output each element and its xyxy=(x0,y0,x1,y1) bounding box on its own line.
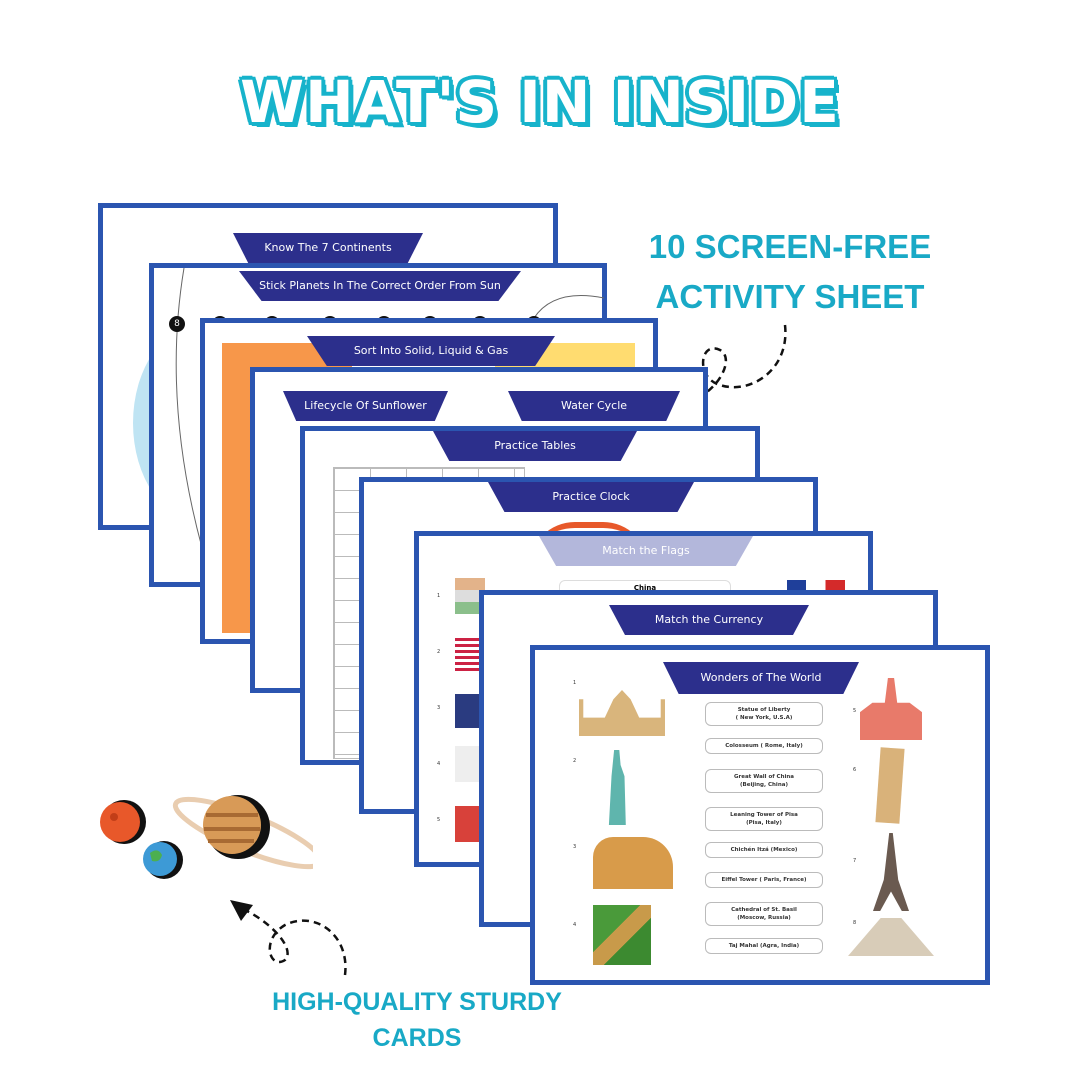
item-number: 6 xyxy=(853,767,857,773)
card-title: Match the Flags xyxy=(539,536,753,566)
clock-illustration xyxy=(529,522,649,568)
item-number: 1 xyxy=(573,680,577,686)
answer-box[interactable]: Taj Mahal (Agra, India) xyxy=(705,938,823,954)
callout-line: ACTIVITY SHEET xyxy=(655,278,925,315)
card-title: Match the Currency xyxy=(609,605,809,635)
card-title: Lifecycle Of Sunflower xyxy=(283,391,448,421)
card-title: Sort Into Solid, Liquid & Gas xyxy=(307,336,555,366)
item-number: 3 xyxy=(573,844,577,850)
great-wall-icon xyxy=(593,905,651,965)
planets-illustration-icon xyxy=(100,795,313,879)
statue-of-liberty-icon xyxy=(608,750,626,825)
item-number: 2 xyxy=(437,649,441,655)
card-wonders-of-the-world: Wonders of The World 1 2 3 4 5 6 7 8 Sta… xyxy=(530,645,990,985)
callout-line: HIGH-QUALITY STURDY xyxy=(272,988,562,1016)
card-title: Practice Clock xyxy=(488,482,694,512)
item-number: 2 xyxy=(573,758,577,764)
activity-callout: 10 SCREEN-FREE ACTIVITY SHEET xyxy=(640,222,940,322)
item-number: 4 xyxy=(437,761,441,767)
answer-box[interactable]: Leaning Tower of Pisa (Pisa, Italy) xyxy=(705,807,823,831)
answer-box[interactable]: Great Wall of China (Beijing, China) xyxy=(705,769,823,793)
card-title: Stick Planets In The Correct Order From … xyxy=(239,271,521,301)
answer-box[interactable]: Cathedral of St. Basil (Moscow, Russia) xyxy=(705,902,823,926)
card-title: Wonders of The World xyxy=(663,662,859,694)
dashed-arrow-icon xyxy=(230,900,347,976)
item-number: 5 xyxy=(853,708,857,714)
item-number: 5 xyxy=(437,817,441,823)
quality-callout: HIGH-QUALITY STURDY CARDS xyxy=(262,984,572,1056)
card-title: Know The 7 Continents xyxy=(233,233,423,263)
page-title: WHAT'S IN INSIDE xyxy=(240,68,840,136)
colosseum-icon xyxy=(593,837,673,889)
answer-box[interactable]: Statue of Liberty ( New York, U.S.A) xyxy=(705,702,823,726)
answer-box[interactable]: Eiffel Tower ( Paris, France) xyxy=(705,872,823,888)
card-title: Practice Tables xyxy=(433,431,637,461)
item-number: 4 xyxy=(573,922,577,928)
planet-marker: 8 xyxy=(169,316,185,332)
callout-line: 10 SCREEN-FREE xyxy=(648,228,932,265)
item-number: 8 xyxy=(853,920,857,926)
leaning-tower-icon xyxy=(875,747,905,824)
item-number: 7 xyxy=(853,858,857,864)
card-title-2: Water Cycle xyxy=(508,391,680,421)
answer-box[interactable]: Colosseum ( Rome, Italy) xyxy=(705,738,823,754)
item-number: 1 xyxy=(437,593,441,599)
eiffel-tower-icon xyxy=(873,833,909,911)
st-basil-cathedral-icon xyxy=(860,678,922,740)
chichen-itza-icon xyxy=(848,918,934,956)
answer-box[interactable]: Chichén Itzá (Mexico) xyxy=(705,842,823,858)
item-number: 3 xyxy=(437,705,441,711)
taj-mahal-icon xyxy=(579,690,665,736)
callout-line: CARDS xyxy=(372,1024,462,1052)
